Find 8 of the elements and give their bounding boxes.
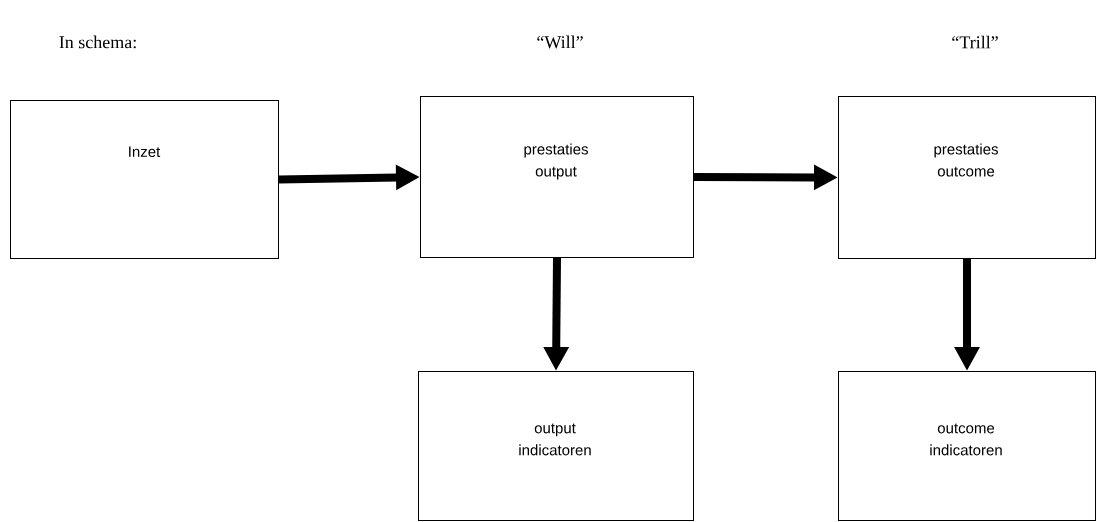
process-box: Inzet xyxy=(10,100,279,259)
process-box: output indicatoren xyxy=(418,371,694,521)
heading-text: “Trill” xyxy=(952,35,998,49)
process-box: prestaties outcome xyxy=(838,96,1096,259)
heading-text: “Will” xyxy=(537,35,583,49)
process-box: outcome indicatoren xyxy=(838,371,1096,521)
heading-text: In schema: xyxy=(59,35,136,49)
process-box: prestaties output xyxy=(420,96,694,258)
